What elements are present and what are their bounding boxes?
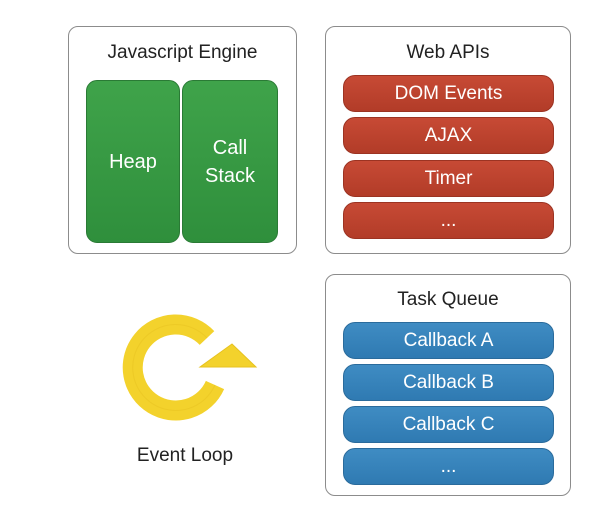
web-api-item-label: DOM Events [394, 82, 503, 104]
web-api-item-label: AJAX [424, 124, 473, 146]
task-queue-item-label: ... [440, 455, 457, 477]
task-queue-item-callback-a: Callback A [343, 322, 554, 359]
task-queue-panel: Task Queue Callback A Callback B Callbac… [325, 274, 571, 496]
javascript-engine-panel: Javascript Engine Heap Call Stack [68, 26, 297, 254]
web-api-item-label: ... [440, 209, 457, 231]
heap-block: Heap [86, 80, 180, 243]
web-api-item-ellipsis: ... [343, 202, 554, 239]
task-queue-item-label: Callback C [402, 413, 495, 435]
web-apis-panel: Web APIs DOM Events AJAX Timer ... [325, 26, 571, 254]
javascript-engine-title: Javascript Engine [107, 42, 258, 63]
circular-arrow-icon [122, 314, 258, 421]
task-queue-title: Task Queue [397, 289, 499, 310]
event-loop-label: Event Loop [136, 445, 234, 466]
task-queue-item-label: Callback B [403, 371, 494, 393]
task-queue-item-callback-c: Callback C [343, 406, 554, 443]
web-api-item-ajax: AJAX [343, 117, 554, 154]
web-apis-title: Web APIs [406, 42, 490, 63]
task-queue-item-ellipsis: ... [343, 448, 554, 485]
heap-label: Heap [109, 150, 157, 173]
web-api-item-timer: Timer [343, 160, 554, 197]
task-queue-item-label: Callback A [403, 329, 494, 351]
web-api-item-dom-events: DOM Events [343, 75, 554, 112]
call-stack-block: Call Stack [182, 80, 278, 243]
call-stack-label-line2: Stack [204, 164, 256, 187]
task-queue-item-callback-b: Callback B [343, 364, 554, 401]
call-stack-label-line1: Call [212, 136, 248, 159]
web-api-item-label: Timer [424, 167, 473, 189]
